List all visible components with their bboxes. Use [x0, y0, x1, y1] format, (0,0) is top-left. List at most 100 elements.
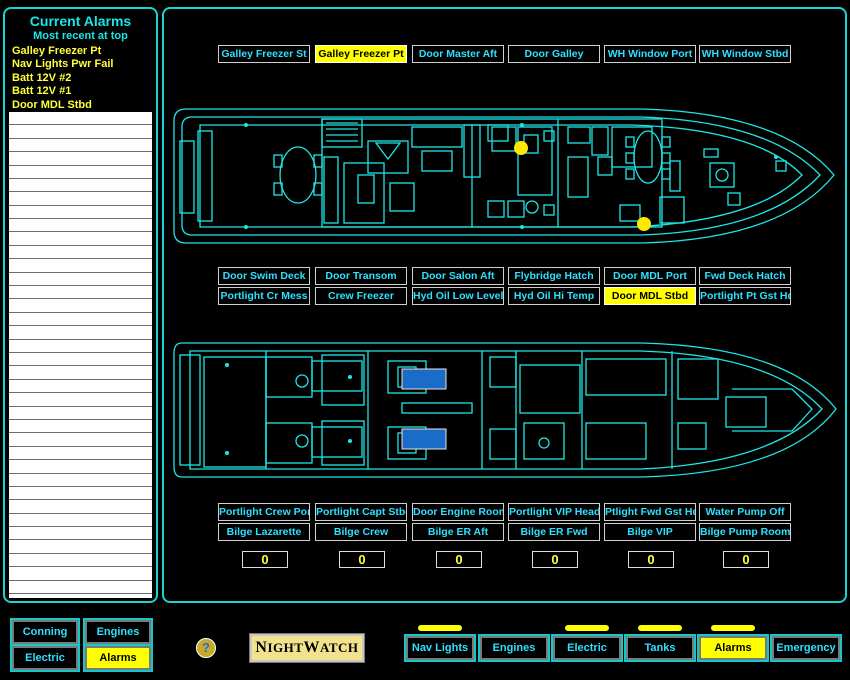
alarm-list-empty-row	[9, 514, 152, 528]
sensor-fwd-deck-hatch[interactable]: Fwd Deck Hatch	[699, 267, 791, 285]
bottom-nav-alarms-button[interactable]: Alarms	[697, 634, 769, 662]
sensor-door-mdl-port[interactable]: Door MDL Port	[604, 267, 696, 285]
alarm-list-empty-row	[9, 487, 152, 501]
nav-indicator-light	[638, 625, 682, 631]
sensor-bilge-lazarette[interactable]: Bilge Lazarette	[218, 523, 310, 541]
bottom-nav-electric-button[interactable]: Electric	[551, 634, 623, 662]
nav-conning-button[interactable]: Conning	[10, 618, 80, 646]
sensor-portlight-crew-port[interactable]: Portlight Crew Port	[218, 503, 310, 521]
alarm-list-empty-row	[9, 500, 152, 514]
nav-indicator-light	[565, 625, 609, 631]
nav-indicator-light	[418, 625, 462, 631]
sensor-portlight-pt-gst-hd[interactable]: Portlight Pt Gst Hd	[699, 287, 791, 305]
alarm-list-empty-row	[9, 366, 152, 380]
main-deck-plan	[173, 108, 835, 244]
nav-indicator-light	[711, 625, 755, 631]
alarm-list-empty-row	[9, 433, 152, 447]
bottom-nav-engines-button[interactable]: Engines	[478, 634, 550, 662]
help-icon[interactable]: ?	[196, 638, 216, 658]
alarm-list-item[interactable]: Door MDL Stbd	[9, 98, 152, 112]
sensor-ptlight-fwd-gst-hd[interactable]: Ptlight Fwd Gst Hd	[604, 503, 696, 521]
alarms-subtitle: Most recent at top	[33, 30, 128, 42]
sensor-galley-freezer-st[interactable]: Galley Freezer St	[218, 45, 310, 63]
alarm-list-empty-row	[9, 554, 152, 568]
alarm-list-empty-row	[9, 139, 152, 153]
sensor-door-swim-deck[interactable]: Door Swim Deck	[218, 267, 310, 285]
alarm-list-empty-row	[9, 259, 152, 273]
alarm-list-empty-row	[9, 340, 152, 353]
nightwatch-logo: NIGHTWATCH	[249, 633, 365, 663]
nav-engines-button[interactable]: Engines	[83, 618, 153, 646]
alarm-list-empty-row	[9, 112, 152, 126]
alarm-list-empty-row	[9, 407, 152, 420]
sensor-portlight-vip-head[interactable]: Portlight VIP Head	[508, 503, 600, 521]
alarm-list-empty-row	[9, 179, 152, 193]
sensor-portlight-cr-mess[interactable]: Portlight Cr Mess	[218, 287, 310, 305]
alarm-list-empty-row	[9, 313, 152, 327]
sensor-bilge-er-aft[interactable]: Bilge ER Aft	[412, 523, 504, 541]
alarm-list-item[interactable]: Batt 12V #2	[9, 71, 152, 86]
bilge-counter: 0	[242, 551, 288, 568]
alarms-title: Current Alarms	[29, 13, 132, 29]
bilge-counter: 0	[436, 551, 482, 568]
sensor-hyd-oil-low-level[interactable]: Hyd Oil Low Level	[412, 287, 504, 305]
alarm-list-empty-row	[9, 232, 152, 246]
bottom-nav-emergency-button[interactable]: Emergency	[770, 634, 842, 662]
alarm-list-item[interactable]: Nav Lights Pwr Fail	[9, 58, 152, 72]
sensor-flybridge-hatch[interactable]: Flybridge Hatch	[508, 267, 600, 285]
bilge-counter: 0	[339, 551, 385, 568]
bilge-counter: 0	[532, 551, 578, 568]
alarm-list-empty-row	[9, 192, 152, 206]
alarm-list-empty-row	[9, 380, 152, 394]
alarm-list-empty-row	[9, 246, 152, 260]
alarm-list-empty-row	[9, 206, 152, 220]
bottom-nav-nav-lights-button[interactable]: Nav Lights	[404, 634, 476, 662]
sensor-hyd-oil-hi-temp[interactable]: Hyd Oil Hi Temp	[508, 287, 600, 305]
sensor-wh-window-stbd[interactable]: WH Window Stbd	[699, 45, 791, 63]
alarm-list-item[interactable]: Batt 12V #1	[9, 85, 152, 99]
current-alarms-panel: Current Alarms Most recent at top Galley…	[3, 7, 158, 603]
sensor-door-transom[interactable]: Door Transom	[315, 267, 407, 285]
bottom-nav-tanks-button[interactable]: Tanks	[624, 634, 696, 662]
sensor-bilge-pump-room[interactable]: Bilge Pump Room	[699, 523, 791, 541]
sensor-wh-window-port[interactable]: WH Window Port	[604, 45, 696, 63]
alarm-indicator-galley-freezer	[514, 141, 528, 155]
alarm-list-empty-row	[9, 393, 152, 407]
sensor-bilge-vip[interactable]: Bilge VIP	[604, 523, 696, 541]
sensor-water-pump-off[interactable]: Water Pump Off	[699, 503, 791, 521]
sensor-portlight-capt-stbd[interactable]: Portlight Capt Stbd	[315, 503, 407, 521]
alarm-list-empty-row	[9, 460, 152, 474]
alarm-list-item[interactable]: Galley Freezer Pt	[9, 45, 152, 59]
lower-deck-plan	[173, 342, 837, 478]
sensor-door-master-aft[interactable]: Door Master Aft	[412, 45, 504, 63]
alarm-list-empty-row	[9, 353, 152, 367]
alarm-list-empty-row	[9, 474, 152, 487]
sensor-bilge-er-fwd[interactable]: Bilge ER Fwd	[508, 523, 600, 541]
alarm-list-empty-row	[9, 581, 152, 595]
alarm-list-empty-row	[9, 326, 152, 340]
alarm-indicator-door-mdl-stbd	[637, 217, 651, 231]
sensor-door-mdl-stbd[interactable]: Door MDL Stbd	[604, 287, 696, 305]
sensor-crew-freezer[interactable]: Crew Freezer	[315, 287, 407, 305]
alarm-list-empty-row	[9, 447, 152, 461]
alarm-list-empty-row	[9, 166, 152, 179]
alarm-list-empty-row	[9, 299, 152, 313]
alarm-list-empty-row	[9, 219, 152, 233]
deck-plan-panel: Galley Freezer St Galley Freezer Pt Door M…	[162, 7, 847, 603]
alarm-list-empty-row	[9, 527, 152, 541]
alarm-list-empty-row	[9, 273, 152, 287]
nav-alarms-button[interactable]: Alarms	[83, 644, 153, 672]
alarm-list-empty-row	[9, 420, 152, 434]
sensor-door-galley[interactable]: Door Galley	[508, 45, 600, 63]
sensor-door-engine-room[interactable]: Door Engine Room	[412, 503, 504, 521]
alarm-list-empty-row	[9, 567, 152, 581]
nav-electric-button[interactable]: Electric	[10, 644, 80, 672]
bilge-counter: 0	[723, 551, 769, 568]
alarm-list-empty-row	[9, 540, 152, 554]
sensor-door-salon-aft[interactable]: Door Salon Aft	[412, 267, 504, 285]
alarm-list-empty-row	[9, 286, 152, 300]
alarm-list-empty-row	[9, 125, 152, 139]
sensor-galley-freezer-pt[interactable]: Galley Freezer Pt	[315, 45, 407, 63]
sensor-bilge-crew[interactable]: Bilge Crew	[315, 523, 407, 541]
